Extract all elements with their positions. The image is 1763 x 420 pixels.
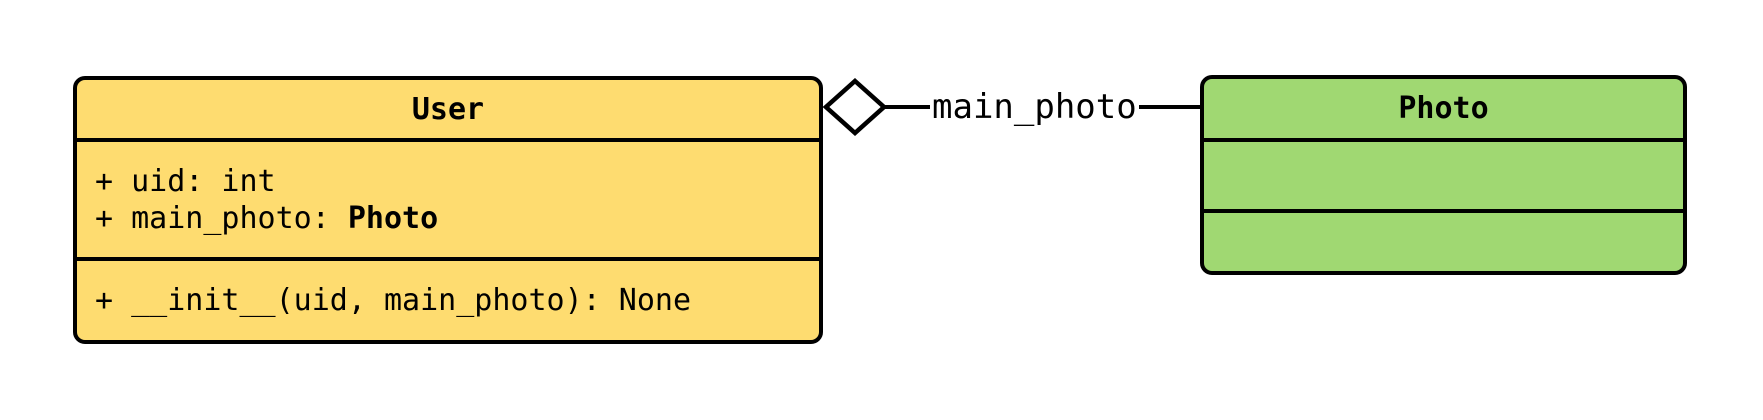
user-attributes-compartment: + uid: int + main_photo: Photo xyxy=(77,138,819,257)
photo-class-box: Photo xyxy=(1200,75,1687,275)
photo-methods-compartment xyxy=(1204,209,1683,271)
attribute-main-photo-text: + main_photo: xyxy=(95,200,348,236)
user-methods-compartment: + __init__(uid, main_photo): None xyxy=(77,257,819,340)
relationship-label: main_photo xyxy=(930,87,1139,127)
attribute-main-photo: + main_photo: Photo xyxy=(95,200,819,237)
aggregation-diamond-icon xyxy=(823,78,887,136)
user-class-box: User + uid: int + main_photo: Photo + __… xyxy=(73,76,823,344)
user-class-title-compartment: User xyxy=(77,80,819,138)
photo-attributes-compartment xyxy=(1204,138,1683,209)
method-init: + __init__(uid, main_photo): None xyxy=(95,283,692,318)
user-class-title: User xyxy=(411,91,485,127)
photo-class-title: Photo xyxy=(1398,91,1489,126)
attribute-uid: + uid: int xyxy=(95,163,276,199)
photo-class-title-compartment: Photo xyxy=(1204,79,1683,138)
attribute-main-photo-type: Photo xyxy=(347,200,439,236)
